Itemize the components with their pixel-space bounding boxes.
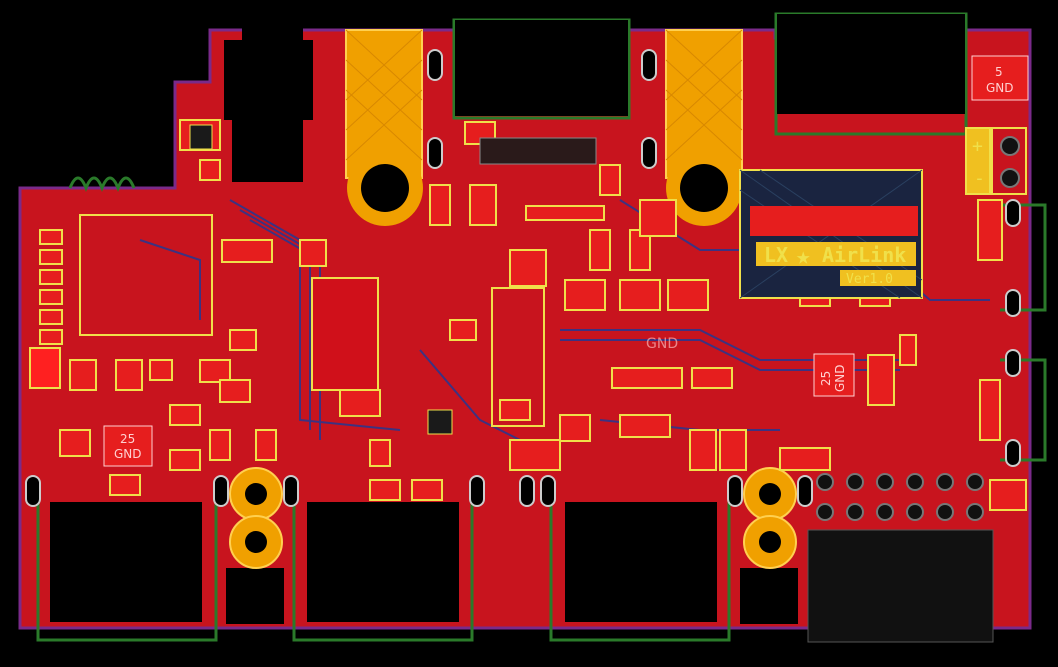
gold-tabs <box>229 29 797 569</box>
tp2-bottom: GND <box>114 447 142 461</box>
slot-pads <box>25 49 1021 507</box>
connector-cutouts <box>50 14 994 643</box>
ic-footprints <box>79 124 605 435</box>
tp1-bottom: GND <box>986 81 1014 95</box>
version-label: Ver1.0 <box>846 272 893 287</box>
logo-prefix: LX <box>764 243 788 267</box>
power-terminal <box>965 127 1027 195</box>
center-gnd-label: GND <box>646 336 678 352</box>
star-icon: ★ <box>796 242 810 270</box>
display-module <box>739 169 923 299</box>
test-point-boxes <box>103 55 1029 467</box>
power-plus-label: + <box>972 136 983 157</box>
component-pads <box>29 119 1027 511</box>
logo-brand: AirLink <box>822 243 906 267</box>
tp3-bottom: GND <box>833 364 847 392</box>
power-minus-label: - <box>974 168 985 189</box>
tp1-top: 5 <box>995 65 1003 79</box>
tp3-top: 25 <box>819 371 833 386</box>
tp2-top: 25 <box>120 432 135 446</box>
